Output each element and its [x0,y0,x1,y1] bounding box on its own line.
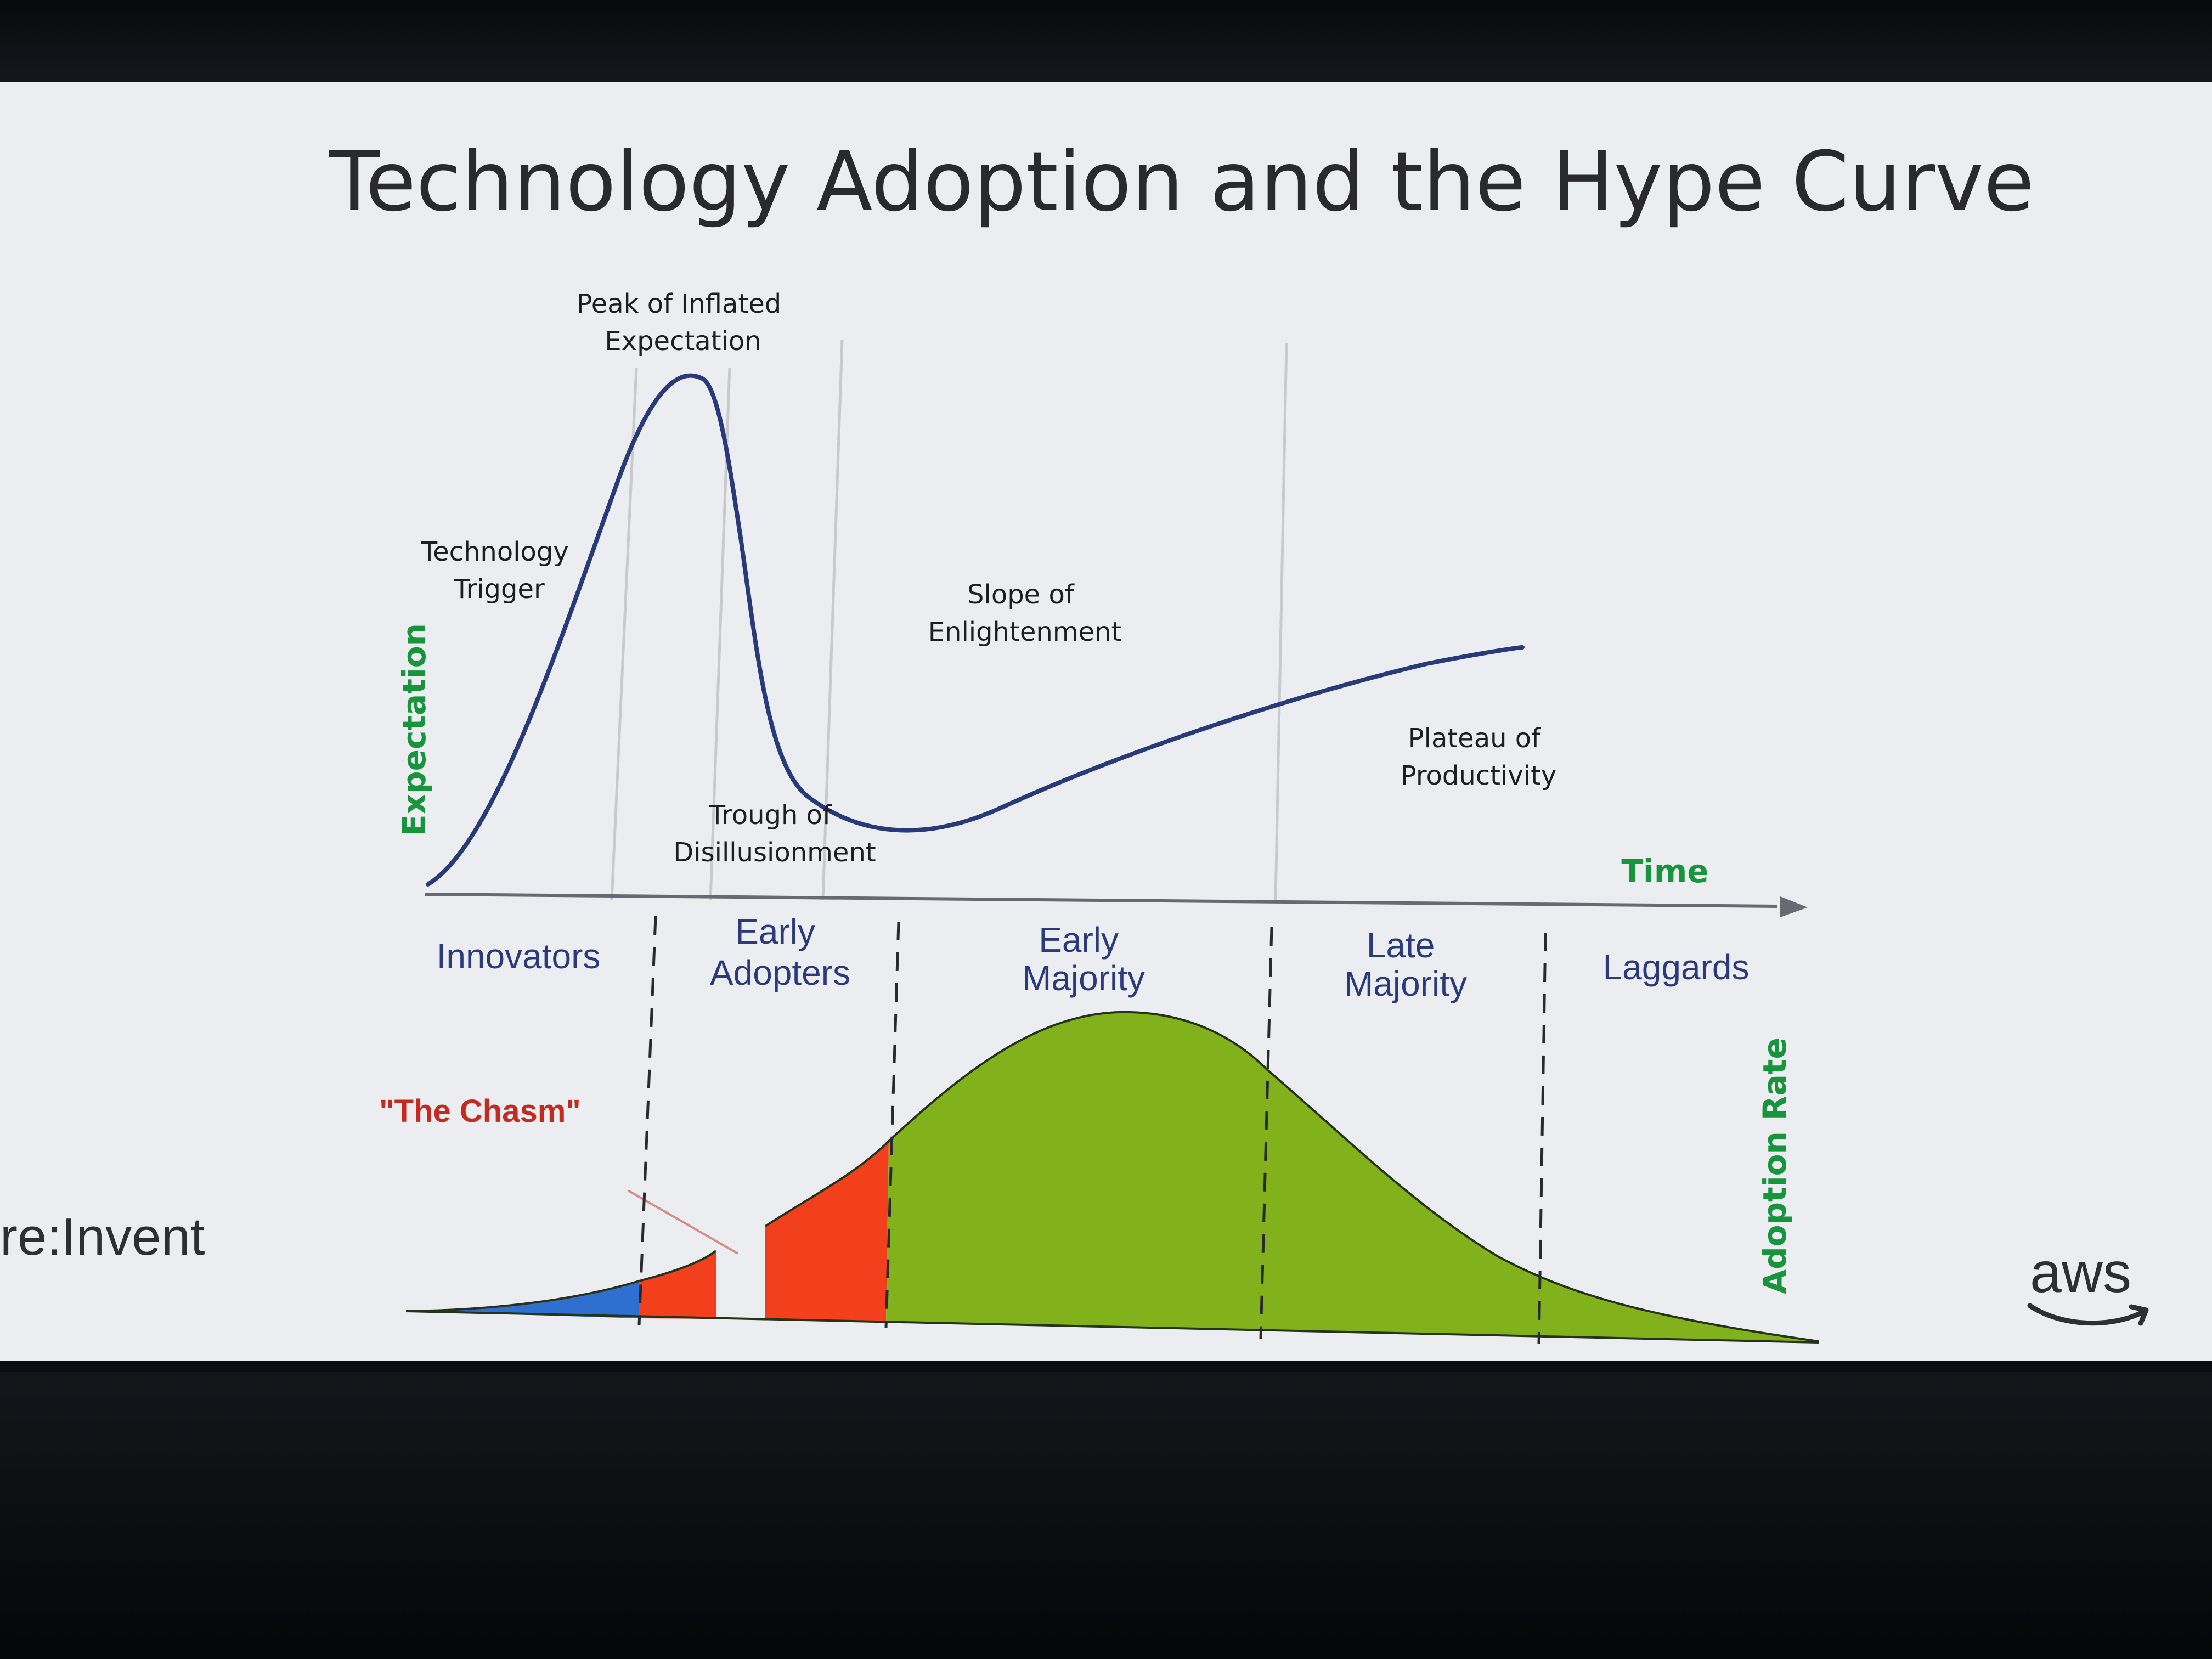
aws-logo-text: aws [2030,1241,2131,1305]
label-laggards: Laggards [1603,947,1750,987]
divider-early-adopters-early-majority [884,921,900,1328]
adoption-curve-outline [764,1011,1819,1342]
label-the-chasm: "The Chasm" [379,1093,581,1129]
area-innovators [406,1281,639,1318]
label-expectation-axis: Expectation [396,623,433,836]
hype-adoption-diagram: Technology Trigger Peak of Inflated Expe… [379,289,1819,1345]
label-early-adopters: Early Adopters [710,912,850,992]
label-innovators: Innovators [437,936,601,976]
label-technology-trigger: Technology Trigger [421,537,577,605]
separator-trigger [610,367,638,900]
slide-title: Technology Adoption and the Hype Curve [329,134,2035,230]
adoption-baseline [405,1310,1819,1344]
divider-early-majority-late-majority [1259,927,1273,1339]
aws-smile-icon [2027,1303,2149,1326]
hype-curve-line [426,373,1525,887]
label-plateau-of-productivity: Plateau of Productivity [1401,723,1557,791]
label-slope-of-enlightenment: Slope of Enlightenment [928,579,1122,647]
label-late-majority: Late Majority [1344,926,1467,1003]
reinvent-logo: re:Invent [0,1207,205,1266]
time-axis-arrowhead [1780,896,1808,917]
area-early-adopters-right [765,1141,889,1321]
segment-dividers [637,916,1547,1345]
separator-slope [1274,342,1288,900]
room-background-bottom [0,1372,2212,1659]
label-early-majority: Early Majority [1022,920,1145,998]
label-time-axis: Time [1621,853,1708,890]
room-background-top [0,0,2212,82]
adoption-curve-outline-left [405,1250,717,1312]
label-peak-of-inflated-expectation: Peak of Inflated Expectation [576,289,789,357]
area-early-adopters-left [639,1251,716,1319]
area-majority [886,1012,1819,1341]
divider-late-majority-laggards [1537,932,1547,1345]
aws-logo: aws [2019,1240,2162,1350]
label-adoption-rate-axis: Adoption Rate [1756,1037,1793,1294]
time-axis-line [425,893,1778,908]
presentation-slide: Technology Adoption and the Hype Curve T… [0,82,2212,1361]
chasm-pointer-line [628,1189,738,1255]
divider-innovators-early-adopters [637,916,657,1325]
label-trough-of-disillusionment: Trough of Disillusionment [673,800,876,868]
